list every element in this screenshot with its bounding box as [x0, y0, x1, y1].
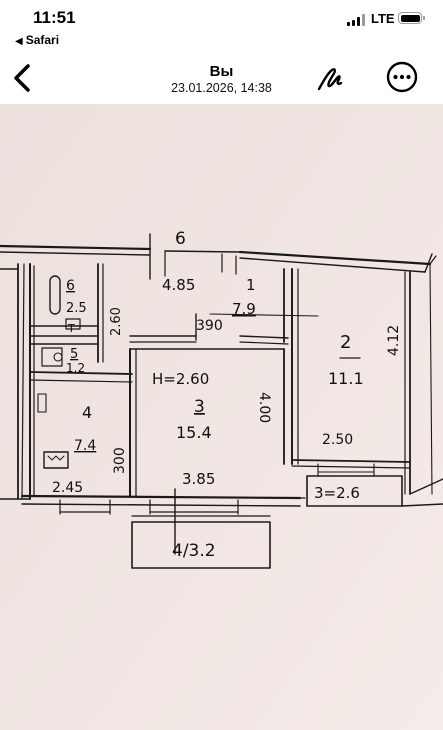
plan-label-room5-area: 1.2: [66, 361, 85, 375]
plan-label-room5-no: 5: [70, 347, 78, 362]
nav-subtitle: 23.01.2026, 14:38: [171, 81, 272, 95]
plan-label-dim-250: 2.50: [322, 432, 353, 448]
plan-label-room6-no: 6: [66, 278, 75, 294]
status-bar: 11:51 ◀Safari LTE: [0, 0, 443, 52]
plan-label-room1-no: 1: [246, 276, 256, 294]
plan-label-wall-390: 390: [196, 318, 223, 334]
plan-label-room1-area: 7.9: [232, 300, 256, 318]
back-button[interactable]: [8, 60, 38, 96]
plan-label-top-width: 4.85: [162, 276, 195, 294]
plan-label-dim-412: 4.12: [386, 325, 402, 356]
plan-label-room4-no: 4: [82, 403, 92, 422]
plan-label-dim-245: 2.45: [52, 480, 83, 496]
chevron-left-icon: [14, 64, 30, 92]
nav-title: Вы: [209, 63, 234, 80]
status-time: 11:51: [33, 8, 76, 27]
plan-label-height: H=2.60: [152, 370, 209, 388]
left-triangle-icon: ◀: [15, 36, 23, 47]
ellipsis-circle-icon: [386, 61, 418, 93]
plan-label-top-number: 6: [175, 229, 186, 249]
plan-label-room4-area: 7.4: [74, 438, 96, 454]
markup-pen-icon: [317, 68, 343, 91]
plan-label-room6-area: 2.5: [66, 301, 87, 316]
battery-icon: [398, 12, 425, 24]
plan-label-room2-no: 2: [340, 332, 351, 353]
back-app-label: Safari: [25, 33, 60, 47]
plan-label-toilet: Т: [67, 322, 75, 335]
plan-label-dim-300: 300: [112, 447, 128, 474]
plan-label-dim-260: 2.60: [109, 307, 124, 336]
floor-plan-image: 6 4.85 1 7.9 390 6 2.5 2.60 Т 5 1.2 H=2.…: [0, 104, 443, 730]
plan-label-balcony-bottom: 4/3.2: [172, 541, 216, 561]
markup-button[interactable]: [315, 63, 347, 95]
plan-label-room3-no: 3: [194, 397, 205, 417]
plan-label-room3-area: 15.4: [176, 423, 212, 442]
plan-label-room2-area: 11.1: [328, 369, 364, 388]
plan-label-dim-400: 4.00: [256, 392, 272, 423]
plan-label-balcony-right: 3=2.6: [314, 484, 360, 502]
photo-viewer[interactable]: 6 4.85 1 7.9 390 6 2.5 2.60 Т 5 1.2 H=2.…: [0, 104, 443, 730]
back-to-app-link[interactable]: ◀Safari: [15, 33, 59, 47]
more-button[interactable]: [386, 61, 418, 93]
nav-bar: Вы 23.01.2026, 14:38: [0, 52, 443, 104]
plan-label-dim-385: 3.85: [182, 470, 215, 488]
network-type: LTE: [371, 11, 395, 26]
signal-bars-icon: [347, 14, 365, 26]
